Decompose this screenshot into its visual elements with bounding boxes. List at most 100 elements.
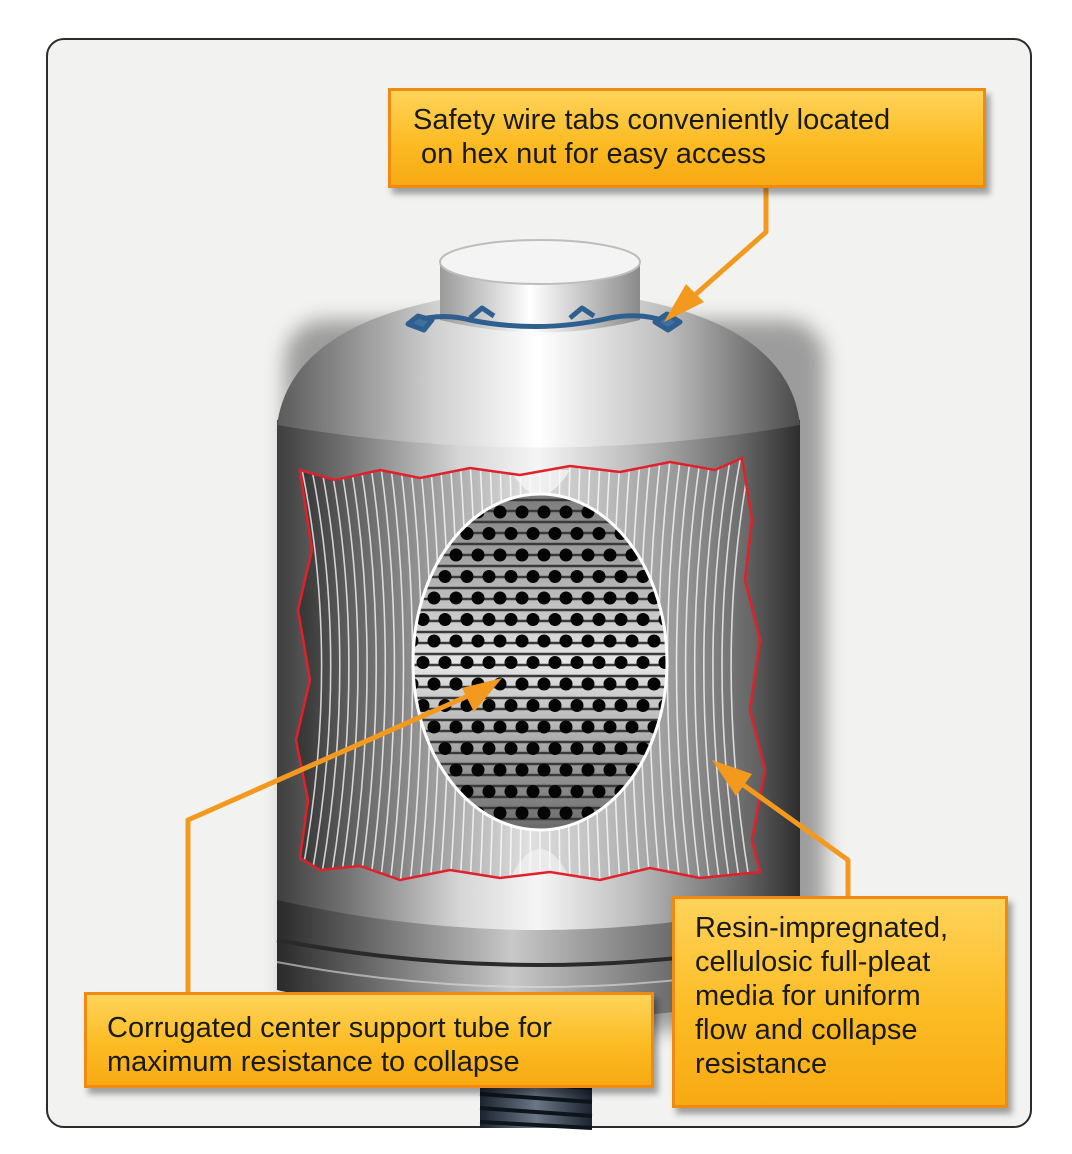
- callout-text-line: resistance: [695, 1048, 828, 1080]
- perforation-hole: [559, 548, 573, 562]
- perforation-hole: [537, 548, 551, 562]
- pleat-line: [369, 459, 387, 880]
- perforation-hole: [449, 677, 463, 691]
- perforation-hole: [493, 634, 507, 648]
- perforation-hole: [581, 591, 595, 605]
- callout-center-support-tube: Corrugated center support tube for maxim…: [84, 992, 654, 1088]
- pleat-line: [721, 459, 741, 880]
- perforation-hole: [526, 527, 540, 540]
- perforation-hole: [460, 742, 474, 755]
- perforation-hole: [592, 656, 606, 669]
- callout-text-line: Safety wire tabs conveniently located: [413, 104, 891, 136]
- perforation-hole: [460, 613, 474, 626]
- perforation-hole: [625, 591, 639, 605]
- perforation-hole: [570, 742, 584, 755]
- perforation-hole: [592, 742, 606, 755]
- perforation-hole: [614, 613, 628, 626]
- perforation-hole: [526, 699, 540, 712]
- perforation-hole: [482, 785, 496, 798]
- perforation-hole: [636, 613, 650, 626]
- perforation-hole: [471, 548, 485, 562]
- perforation-hole: [614, 656, 628, 669]
- perforation-hole: [570, 570, 584, 583]
- perforation-hole: [592, 527, 606, 540]
- perforation-hole: [658, 656, 667, 669]
- pleat-line: [675, 459, 691, 880]
- perforation-hole: [581, 677, 595, 691]
- callout-safety-wire-tabs: Safety wire tabs conveniently located on…: [388, 88, 986, 188]
- perforation-hole: [526, 785, 540, 798]
- perforation-hole: [515, 720, 529, 734]
- perforation-hole: [449, 720, 463, 734]
- perforation-hole: [625, 677, 639, 691]
- perforation-hole: [647, 677, 661, 691]
- perforation-hole: [493, 720, 507, 734]
- perforation-hole: [559, 505, 573, 519]
- perforation-hole: [603, 634, 617, 648]
- perforation-hole: [636, 699, 650, 712]
- perforation-hole: [471, 720, 485, 734]
- perforation-hole: [482, 527, 496, 540]
- pleat-line: [379, 459, 396, 880]
- pleat-line: [703, 459, 721, 880]
- perforation-hole: [548, 613, 562, 626]
- perforation-hole: [603, 591, 617, 605]
- perforation-hole: [526, 742, 540, 755]
- pleat-line: [730, 459, 751, 880]
- perforation-hole: [548, 656, 562, 669]
- perforation-hole: [537, 634, 551, 648]
- perforation-hole: [625, 634, 639, 648]
- callout-text-line: cellulosic full-pleat: [695, 946, 931, 978]
- perforation-hole: [603, 763, 617, 777]
- perforation-hole: [504, 613, 518, 626]
- perforation-hole: [548, 527, 562, 540]
- perforation-hole: [449, 548, 463, 562]
- perforation-hole: [603, 720, 617, 734]
- perforation-hole: [581, 548, 595, 562]
- leader-lines: [185, 188, 851, 992]
- perforation-hole: [427, 591, 441, 605]
- perforation-hole: [537, 763, 551, 777]
- perforation-hole: [482, 699, 496, 712]
- perforation-hole: [603, 677, 617, 691]
- perforation-hole: [647, 634, 661, 648]
- pleat-line: [712, 459, 731, 880]
- perforation-hole: [493, 505, 507, 519]
- perforation-hole: [548, 742, 562, 755]
- perforation-hole: [614, 742, 628, 755]
- perforation-hole: [570, 613, 584, 626]
- perforation-hole: [515, 677, 529, 691]
- perforation-hole: [493, 806, 507, 820]
- perforation-hole: [603, 548, 617, 562]
- pleat-line: [349, 459, 368, 880]
- perforation-hole: [449, 634, 463, 648]
- perforation-hole: [515, 505, 529, 519]
- perforation-hole: [548, 570, 562, 583]
- perforation-hole: [537, 505, 551, 519]
- callout-text-line: on hex nut for easy access: [413, 138, 767, 170]
- perforation-hole: [592, 613, 606, 626]
- callout-pleated-media: Resin-impregnated, cellulosic full-pleat…: [672, 896, 1008, 1108]
- pleat-line: [309, 459, 332, 880]
- perforation-hole: [438, 613, 452, 626]
- perforation-hole: [515, 763, 529, 777]
- perforation-hole: [427, 634, 441, 648]
- callout-text-line: maximum resistance to collapse: [107, 1046, 520, 1078]
- perforation-hole: [504, 785, 518, 798]
- pleat-line: [319, 459, 341, 880]
- perforation-hole: [581, 763, 595, 777]
- perforation-hole: [559, 591, 573, 605]
- perforation-hole: [592, 785, 606, 798]
- perforation-hole: [515, 634, 529, 648]
- perforation-hole: [482, 656, 496, 669]
- perforation-hole: [449, 763, 463, 777]
- perforation-hole: [636, 656, 650, 669]
- perforation-hole: [482, 742, 496, 755]
- perforation-hole: [570, 785, 584, 798]
- perforation-hole: [559, 634, 573, 648]
- perforation-hole: [482, 613, 496, 626]
- pleat-line: [684, 459, 701, 880]
- perforation-hole: [482, 570, 496, 583]
- pleat-line: [693, 459, 711, 880]
